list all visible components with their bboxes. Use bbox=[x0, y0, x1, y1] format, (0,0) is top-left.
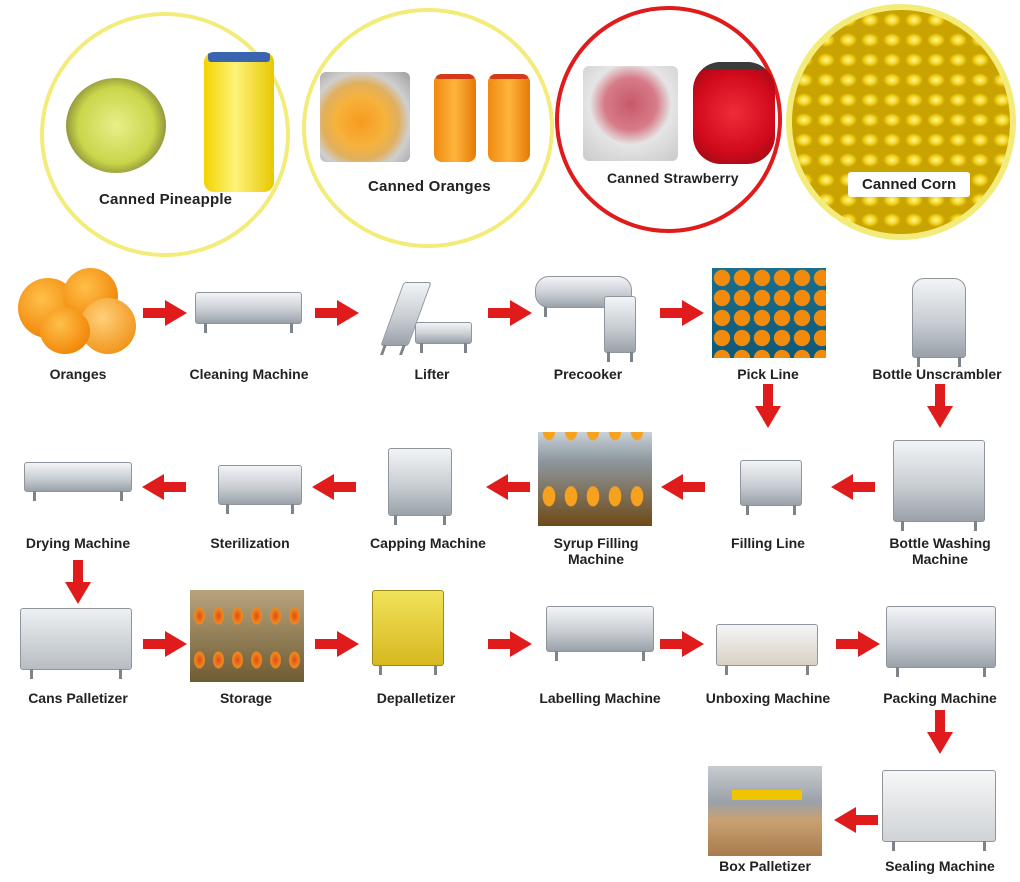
step-storage: Storage bbox=[219, 690, 273, 706]
step-labelling-machine: Labelling Machine bbox=[539, 690, 661, 706]
sealing-machine-image bbox=[882, 770, 996, 851]
arrow-left-icon bbox=[312, 474, 356, 500]
syrup-filling-image bbox=[538, 432, 652, 526]
step-cans-palletizer: Cans Palletizer bbox=[28, 690, 128, 706]
step-depalletizer: Depalletizer bbox=[376, 690, 456, 706]
pineapple-jar-image bbox=[204, 52, 274, 192]
storage-image bbox=[190, 590, 304, 682]
step-label-line: Machine bbox=[567, 551, 624, 567]
drying-machine-image bbox=[24, 462, 132, 501]
arrow-left-icon bbox=[834, 807, 878, 833]
unboxing-machine-image bbox=[716, 624, 818, 675]
product-circle-corn: Canned Corn bbox=[786, 4, 1016, 240]
product-circle-strawberry: Canned Strawberry bbox=[555, 6, 782, 233]
step-box-palletizer: Box Palletizer bbox=[719, 858, 811, 874]
arrow-right-icon bbox=[488, 300, 532, 326]
pick-line-image bbox=[712, 268, 826, 358]
step-oranges: Oranges bbox=[49, 366, 107, 382]
arrow-right-icon bbox=[660, 300, 704, 326]
step-label-line: Bottle Washing bbox=[889, 535, 991, 551]
step-cleaning-machine: Cleaning Machine bbox=[189, 366, 309, 382]
step-pick-line: Pick Line bbox=[737, 366, 799, 382]
product-label: Canned Strawberry bbox=[607, 170, 739, 186]
arrow-right-icon bbox=[315, 300, 359, 326]
step-label-line: Syrup Filling bbox=[553, 535, 639, 551]
arrow-right-icon bbox=[315, 631, 359, 657]
step-lifter: Lifter bbox=[414, 366, 450, 382]
arrow-left-icon bbox=[661, 474, 705, 500]
step-drying-machine: Drying Machine bbox=[25, 535, 131, 551]
step-bottle-washing-machine: Bottle Washing Machine bbox=[889, 535, 990, 567]
step-precooker: Precooker bbox=[553, 366, 623, 382]
arrow-right-icon bbox=[660, 631, 704, 657]
product-circle-pineapple: Canned Pineapple bbox=[40, 12, 290, 257]
product-label: Canned Corn bbox=[848, 172, 971, 197]
lifter-hopper-image bbox=[415, 322, 472, 353]
oranges-image bbox=[18, 268, 138, 354]
cans-palletizer-image bbox=[20, 608, 132, 679]
product-circle-oranges: Canned Oranges bbox=[302, 8, 554, 248]
capping-machine-image bbox=[388, 448, 452, 525]
precooker-motor-image bbox=[604, 296, 636, 362]
arrow-down-icon bbox=[927, 384, 953, 428]
step-packing-machine: Packing Machine bbox=[883, 690, 997, 706]
arrow-down-icon bbox=[755, 384, 781, 428]
arrow-down-icon bbox=[927, 710, 953, 754]
arrow-left-icon bbox=[142, 474, 186, 500]
strawberry-jar-image bbox=[693, 62, 775, 164]
product-label: Canned Pineapple bbox=[99, 191, 233, 208]
depalletizer-image bbox=[372, 590, 444, 675]
packing-machine-image bbox=[886, 606, 996, 677]
oranges-jar-image-1 bbox=[434, 74, 476, 162]
arrow-right-icon bbox=[143, 300, 187, 326]
step-sterilization: Sterilization bbox=[210, 535, 290, 551]
step-unboxing-machine: Unboxing Machine bbox=[705, 690, 831, 706]
step-syrup-filling-machine: Syrup Filling Machine bbox=[554, 535, 639, 567]
step-sealing-machine: Sealing Machine bbox=[885, 858, 995, 874]
box-palletizer-image bbox=[708, 766, 822, 856]
step-filling-line: Filling Line bbox=[731, 535, 805, 551]
cleaning-machine-image bbox=[195, 292, 302, 333]
step-label-line: Machine bbox=[911, 551, 968, 567]
pineapple-can-image bbox=[66, 78, 166, 173]
arrow-left-icon bbox=[831, 474, 875, 500]
arrow-right-icon bbox=[488, 631, 532, 657]
arrow-right-icon bbox=[143, 631, 187, 657]
arrow-left-icon bbox=[486, 474, 530, 500]
step-capping-machine: Capping Machine bbox=[370, 535, 486, 551]
arrow-right-icon bbox=[836, 631, 880, 657]
bottle-washing-machine-image bbox=[893, 440, 985, 531]
labelling-machine-image bbox=[546, 606, 654, 661]
filling-line-image bbox=[740, 460, 802, 515]
bottle-unscrambler-image bbox=[912, 278, 966, 367]
product-label: Canned Oranges bbox=[368, 178, 491, 195]
sterilization-image bbox=[218, 465, 302, 514]
arrow-down-icon bbox=[65, 560, 91, 604]
oranges-jar-image-2 bbox=[488, 74, 530, 162]
strawberry-can-image bbox=[583, 66, 678, 161]
oranges-can-image bbox=[320, 72, 410, 162]
step-bottle-unscrambler: Bottle Unscrambler bbox=[872, 366, 1002, 382]
